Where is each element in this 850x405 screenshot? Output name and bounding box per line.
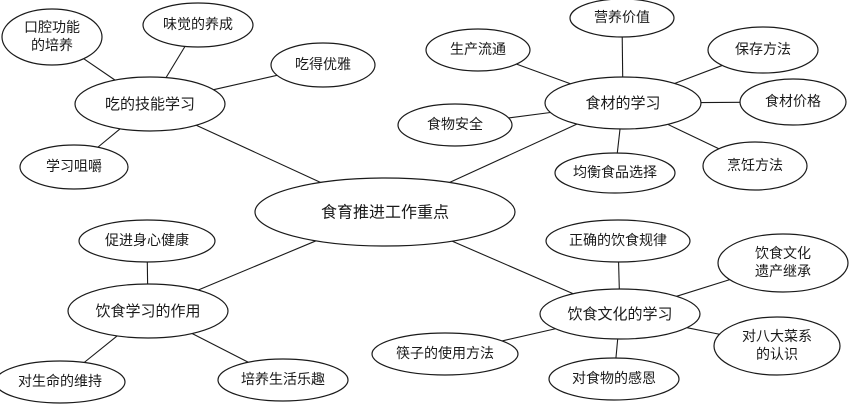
edge-branch-2-to-leaf-6 — [667, 123, 720, 150]
leaf-node-3-3-label: 培养生活乐趣 — [241, 372, 325, 388]
leaf-node-4-4-label: 筷子的使用方法 — [396, 345, 494, 362]
leaf-node-2-6-shape — [702, 141, 808, 191]
leaf-node-2-4-label: 食材价格 — [765, 93, 821, 110]
branch-node-2: 食材的学习 — [544, 76, 702, 130]
leaf-node-1-4-label: 学习咀嚼 — [46, 159, 102, 175]
leaf-node-3-1-shape — [78, 219, 216, 263]
leaf-node-2-1: 营养价值 — [569, 0, 675, 38]
leaf-node-1-2-label: 味觉的养成 — [163, 17, 233, 33]
leaf-node-4-1: 正确的饮食规律 — [545, 219, 691, 263]
edge-branch-1-to-leaf-1 — [83, 58, 116, 81]
leaf-node-1-3-shape — [270, 42, 376, 88]
leaf-node-2-1-label: 营养价值 — [594, 10, 650, 26]
leaf-node-4-3-shape — [713, 316, 841, 376]
edge-branch-2-to-leaf-7 — [616, 128, 621, 154]
leaf-node-4-4: 筷子的使用方法 — [371, 332, 519, 376]
branch-node-2-shape — [544, 76, 702, 130]
branch-node-4-label: 饮食文化的学习 — [567, 305, 672, 323]
edge-center-to-branch-4 — [451, 240, 574, 295]
leaf-node-2-5: 食物安全 — [397, 103, 513, 147]
leaf-node-4-2-label: 饮食文化 — [755, 245, 811, 262]
leaf-node-2-7-label: 均衡食品选择 — [573, 164, 657, 181]
branch-node-3-label: 饮食学习的作用 — [95, 302, 200, 320]
edge-center-to-branch-1 — [196, 124, 321, 183]
edge-branch-4-to-leaf-3 — [686, 327, 720, 335]
leaf-node-4-1-shape — [545, 219, 691, 263]
edge-branch-2-to-leaf-3 — [674, 64, 723, 85]
leaf-node-1-2: 味觉的养成 — [142, 2, 254, 48]
edge-branch-1-to-leaf-3 — [213, 74, 278, 91]
leaf-node-4-2-label: 遗产继承 — [755, 264, 811, 280]
leaf-node-4-5-label: 对食物的感恩 — [572, 370, 656, 387]
leaf-node-2-3-shape — [707, 26, 819, 74]
center-node-shape — [254, 177, 516, 247]
leaf-node-2-6: 烹饪方法 — [702, 141, 808, 191]
leaf-node-1-3-label: 吃得优雅 — [295, 56, 351, 73]
edge-branch-4-to-leaf-5 — [615, 338, 619, 359]
branch-node-3: 饮食学习的作用 — [67, 283, 229, 339]
leaf-node-3-2: 对生命的维持 — [0, 360, 126, 404]
leaf-node-1-1-label: 口腔功能 — [24, 20, 80, 36]
leaf-node-4-5-shape — [548, 357, 680, 401]
leaf-node-1-1-label: 的培养 — [31, 38, 73, 54]
leaf-node-2-3-label: 保存方法 — [735, 42, 791, 58]
edge-branch-1-to-leaf-2 — [165, 46, 186, 78]
leaf-node-1-1-shape — [1, 8, 103, 66]
edge-branch-4-to-leaf-1 — [618, 261, 620, 290]
leaf-node-3-1: 促进身心健康 — [78, 219, 216, 263]
leaf-node-1-4: 学习咀嚼 — [19, 144, 129, 190]
leaf-node-2-5-shape — [397, 103, 513, 147]
leaf-node-2-7: 均衡食品选择 — [554, 152, 676, 194]
leaf-node-2-3: 保存方法 — [707, 26, 819, 74]
leaf-node-2-2-label: 生产流通 — [450, 42, 506, 58]
leaf-node-2-1-shape — [569, 0, 675, 38]
leaf-node-3-3-shape — [217, 358, 349, 402]
branch-node-4-shape — [539, 288, 701, 340]
leaf-node-4-3-label: 对八大菜系 — [742, 329, 812, 345]
leaf-node-1-3: 吃得优雅 — [270, 42, 376, 88]
branch-node-1: 吃的技能学习 — [74, 76, 226, 132]
branch-node-1-label: 吃的技能学习 — [105, 95, 195, 113]
edges — [83, 36, 741, 363]
leaf-node-3-2-shape — [0, 360, 126, 404]
edge-branch-3-to-leaf-3 — [191, 333, 249, 363]
leaf-node-2-4-shape — [739, 78, 847, 126]
center-node-label: 食育推进工作重点 — [321, 203, 449, 222]
leaf-node-2-6-label: 烹饪方法 — [727, 157, 783, 174]
branch-node-3-shape — [67, 283, 229, 339]
branch-node-4: 饮食文化的学习 — [539, 288, 701, 340]
leaf-node-2-4: 食材价格 — [739, 78, 847, 126]
center-node: 食育推进工作重点 — [254, 177, 516, 247]
leaf-node-2-2-shape — [425, 28, 531, 72]
leaf-node-1-4-shape — [19, 144, 129, 190]
edge-branch-3-to-leaf-2 — [83, 335, 118, 363]
leaf-node-4-2-shape — [717, 233, 849, 293]
edge-branch-1-to-leaf-4 — [97, 128, 121, 148]
leaf-node-2-5-label: 食物安全 — [427, 116, 483, 133]
leaf-node-4-4-shape — [371, 332, 519, 376]
leaf-node-4-3-label: 的认识 — [756, 347, 798, 363]
leaf-node-3-2-label: 对生命的维持 — [18, 373, 102, 390]
edge-branch-4-to-leaf-4 — [502, 328, 556, 342]
leaf-node-2-2: 生产流通 — [425, 28, 531, 72]
leaf-node-3-1-label: 促进身心健康 — [105, 232, 189, 249]
leaf-node-2-7-shape — [554, 152, 676, 194]
leaf-node-1-2-shape — [142, 2, 254, 48]
edge-branch-2-to-leaf-2 — [516, 63, 571, 85]
edge-center-to-branch-3 — [198, 240, 317, 291]
branch-node-2-label: 食材的学习 — [585, 94, 660, 112]
edge-center-to-branch-2 — [449, 123, 578, 183]
edge-branch-2-to-leaf-5 — [508, 111, 551, 119]
leaf-node-4-1-label: 正确的饮食规律 — [569, 232, 667, 249]
branch-node-1-shape — [74, 76, 226, 132]
edge-branch-4-to-leaf-2 — [676, 279, 730, 297]
leaf-node-3-3: 培养生活乐趣 — [217, 358, 349, 402]
leaf-node-4-5: 对食物的感恩 — [548, 357, 680, 401]
